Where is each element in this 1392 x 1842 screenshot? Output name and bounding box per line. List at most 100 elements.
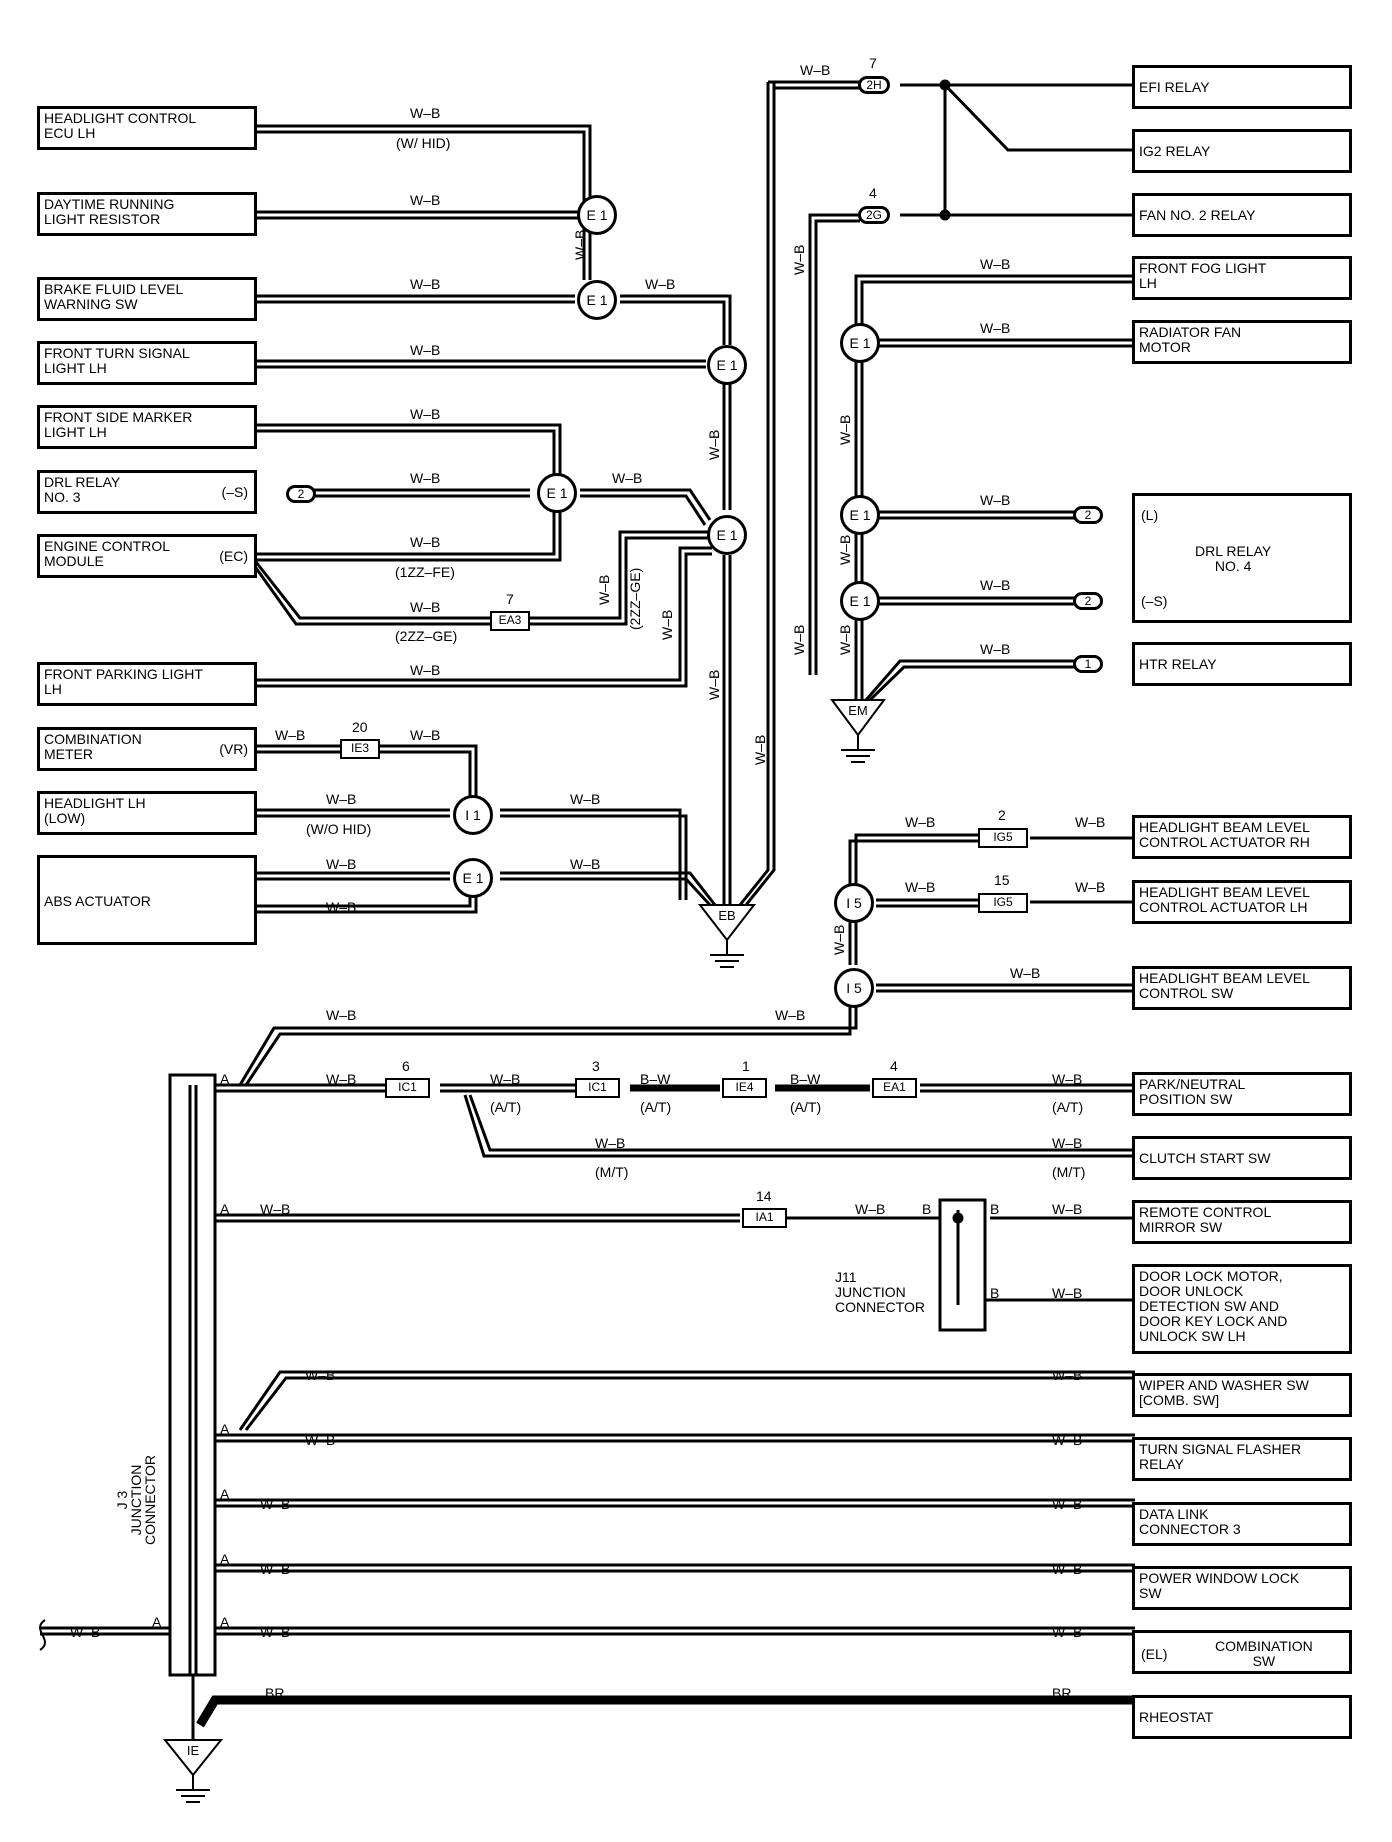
wire-label: W–B: [1052, 1432, 1083, 1448]
wire-label-br: BR: [1052, 1685, 1072, 1701]
note-at: (A/T): [640, 1099, 672, 1115]
wire-label: W–B: [326, 856, 357, 872]
j3-pin-a-in: A: [152, 1614, 162, 1630]
connector-ie3: IE3: [340, 739, 380, 759]
wire-label: W–B: [706, 669, 722, 700]
splice-e1-g: E 1: [840, 323, 880, 363]
beam-actuator-lh-box: HEADLIGHT BEAM LEVEL CONTROL ACTUATOR LH: [1132, 880, 1352, 924]
wire-label-bw: B–W: [640, 1071, 671, 1087]
connector-ie3-pin: 20: [352, 719, 368, 735]
connector-ic1-b-pin: 3: [592, 1058, 600, 1074]
fan-relay-box: FAN NO. 2 RELAY: [1132, 193, 1352, 237]
wire-label: W–B: [752, 734, 768, 765]
wire-label: W–B: [275, 727, 306, 743]
combination-sw-box: (EL) COMBINATION SW: [1132, 1630, 1352, 1674]
wire-label: W–B: [905, 879, 936, 895]
wire-label: W–B: [326, 1007, 357, 1023]
wire-label: W–B: [791, 624, 807, 655]
wire-label: W–B: [837, 624, 853, 655]
front-fog-light-box: FRONT FOG LIGHT LH: [1132, 256, 1352, 300]
ground-eb: EB: [718, 908, 736, 923]
ground-ie: IE: [186, 1743, 200, 1758]
wire-label: W–B: [1052, 1201, 1083, 1217]
j3-label: J 3 JUNCTION CONNECTOR: [114, 1455, 158, 1545]
splice-e1-b: E 1: [577, 280, 617, 320]
note-at: (A/T): [490, 1099, 522, 1115]
clutch-start-box: CLUTCH START SW: [1132, 1136, 1352, 1180]
wire-label: W–B: [305, 1367, 336, 1383]
radiator-fan-box: RADIATOR FAN MOTOR: [1132, 320, 1352, 364]
wire-label: W–B: [855, 1201, 886, 1217]
abs-actuator-box: ABS ACTUATOR: [37, 855, 257, 945]
ground-em: EM: [848, 703, 868, 718]
wire-label: W–B: [791, 244, 807, 275]
connector-ia1-pin: 14: [756, 1188, 772, 1204]
wire-label: W–B: [570, 856, 601, 872]
drl-relay-3-box: DRL RELAY NO. 3(–S): [37, 470, 257, 514]
splice-e1-e: E 1: [707, 515, 747, 555]
j3-pin-a3: A: [220, 1421, 230, 1437]
connector-drl4-s: 2: [1073, 592, 1103, 610]
j3-pin-a6: A: [220, 1614, 230, 1630]
wire-label: W–B: [837, 534, 853, 565]
j11-pin-b1: B: [922, 1201, 932, 1217]
wire-label: W–B: [800, 62, 831, 78]
wire-label: W–B: [410, 342, 441, 358]
j3-pin-a5: A: [220, 1551, 230, 1567]
wire-label: W–B: [595, 1135, 626, 1151]
connector-2h-pin: 7: [869, 55, 877, 71]
park-neutral-box: PARK/NEUTRAL POSITION SW: [1132, 1072, 1352, 1116]
wire-label: W–B: [1052, 1071, 1083, 1087]
wire-label: W–B: [410, 534, 441, 550]
note-w-hid: (W/ HID): [396, 135, 451, 151]
wire-label: W–B: [326, 1071, 357, 1087]
wire-label: W–B: [260, 1561, 291, 1577]
front-side-marker-box: FRONT SIDE MARKER LIGHT LH: [37, 405, 257, 449]
wire-label: W–B: [410, 406, 441, 422]
connector-ig5-a: IG5: [978, 828, 1028, 848]
j3-pin-a4: A: [220, 1486, 230, 1502]
splice-i5-a: I 5: [834, 883, 874, 923]
splice-e1-f: E 1: [453, 858, 493, 898]
wire-label: W–B: [831, 924, 847, 955]
data-link-box: DATA LINK CONNECTOR 3: [1132, 1502, 1352, 1546]
wiper-washer-box: WIPER AND WASHER SW [COMB. SW]: [1132, 1373, 1352, 1417]
connector-ea3-pin: 7: [506, 591, 514, 607]
headlight-lh-box: HEADLIGHT LH (LOW): [37, 791, 257, 835]
wire-label: W–B: [1052, 1624, 1083, 1640]
connector-2g-pin: 4: [869, 185, 877, 201]
wire-label: W–B: [326, 899, 357, 915]
wire-label: W–B: [490, 1071, 521, 1087]
wire-label: W–B: [260, 1496, 291, 1512]
wire-label: W–B: [410, 599, 441, 615]
combination-meter-box: COMBINATION METER(VR): [37, 727, 257, 771]
connector-ie4: IE4: [722, 1078, 767, 1098]
wire-label: W–B: [980, 641, 1011, 657]
wire-label: W–B: [572, 229, 588, 260]
wire-label: W–B: [410, 192, 441, 208]
connector-ic1-a-pin: 6: [402, 1058, 410, 1074]
j3-pin-a2: A: [220, 1201, 230, 1217]
wire-label: W–B: [775, 1007, 806, 1023]
engine-control-module-box: ENGINE CONTROL MODULE(EC): [37, 534, 257, 578]
splice-e1-c: E 1: [707, 345, 747, 385]
splice-e1-i: E 1: [840, 581, 880, 621]
connector-ic1-b: IC1: [575, 1078, 620, 1098]
wire-label: W–B: [905, 814, 936, 830]
splice-e1-a: E 1: [577, 195, 617, 235]
wire-label: W–B: [326, 791, 357, 807]
j11-pin-b3: B: [990, 1285, 1000, 1301]
splice-e1-d: E 1: [537, 473, 577, 513]
drl-relay-4-box: (L) DRL RELAY NO. 4 (–S): [1132, 493, 1352, 623]
wire-label: W–B: [1052, 1496, 1083, 1512]
ig2-relay-box: IG2 RELAY: [1132, 129, 1352, 173]
connector-ig5-b: IG5: [978, 893, 1028, 913]
connector-ig5-a-pin: 2: [998, 807, 1006, 823]
htr-relay-box: HTR RELAY: [1132, 642, 1352, 686]
wire-label: W–B: [410, 662, 441, 678]
wire-label: W–B: [645, 276, 676, 292]
connector-ic1-a: IC1: [385, 1078, 430, 1098]
headlight-control-ecu-lh-box: HEADLIGHT CONTROL ECU LH: [37, 106, 257, 150]
drl-resistor-box: DAYTIME RUNNING LIGHT RESISTOR: [37, 192, 257, 236]
note-2zzge-v: (2ZZ–GE): [627, 567, 643, 630]
